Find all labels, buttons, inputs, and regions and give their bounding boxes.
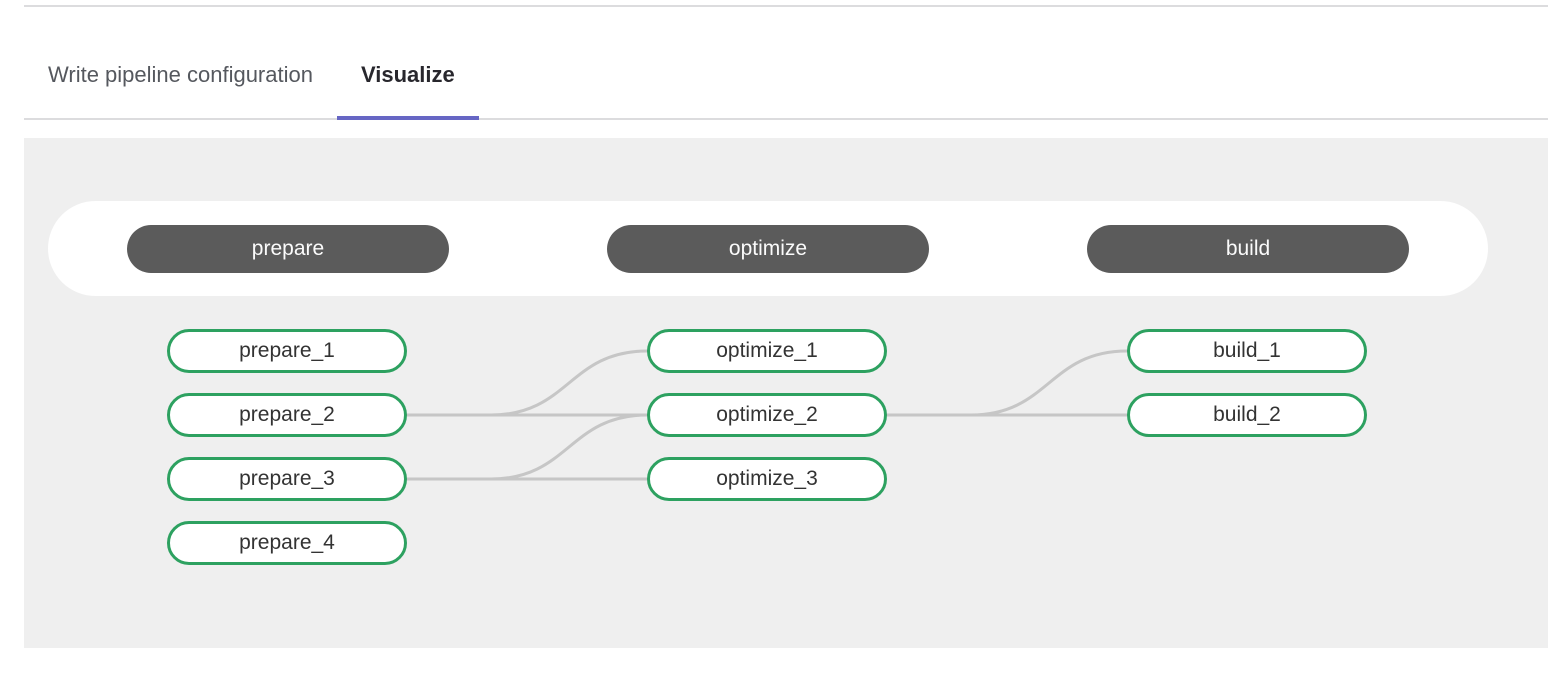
job-pill-optimize_3[interactable]: optimize_3 bbox=[647, 457, 887, 501]
job-pill-prepare_1[interactable]: prepare_1 bbox=[167, 329, 407, 373]
job-pill-optimize_1[interactable]: optimize_1 bbox=[647, 329, 887, 373]
job-pill-prepare_3[interactable]: prepare_3 bbox=[167, 457, 407, 501]
pipeline-editor-page: Write pipeline configuration Visualize p… bbox=[0, 5, 1548, 648]
job-pill-build_2[interactable]: build_2 bbox=[1127, 393, 1367, 437]
stage-pill-build: build bbox=[1087, 224, 1409, 273]
editor-tabs: Write pipeline configuration Visualize bbox=[24, 7, 1548, 120]
job-pill-build_1[interactable]: build_1 bbox=[1127, 329, 1367, 373]
top-divider bbox=[24, 5, 1548, 7]
stage-pill-optimize: optimize bbox=[607, 224, 929, 273]
job-dependency-links bbox=[407, 349, 1128, 481]
stage-pill-prepare: prepare bbox=[127, 224, 449, 273]
job-pill-prepare_4[interactable]: prepare_4 bbox=[167, 521, 407, 565]
job-pill-prepare_2[interactable]: prepare_2 bbox=[167, 393, 407, 437]
job-pill-optimize_2[interactable]: optimize_2 bbox=[647, 393, 887, 437]
tab-label: Write pipeline configuration bbox=[48, 62, 313, 87]
tab-visualize[interactable]: Visualize bbox=[336, 62, 479, 120]
stages-header: prepare optimize build bbox=[48, 201, 1488, 296]
tab-label: Visualize bbox=[360, 62, 455, 87]
tab-write-pipeline-configuration[interactable]: Write pipeline configuration bbox=[24, 62, 337, 118]
jobs-layer: prepare_1 prepare_2 prepare_3 prepare_4 opti… bbox=[24, 138, 1548, 648]
